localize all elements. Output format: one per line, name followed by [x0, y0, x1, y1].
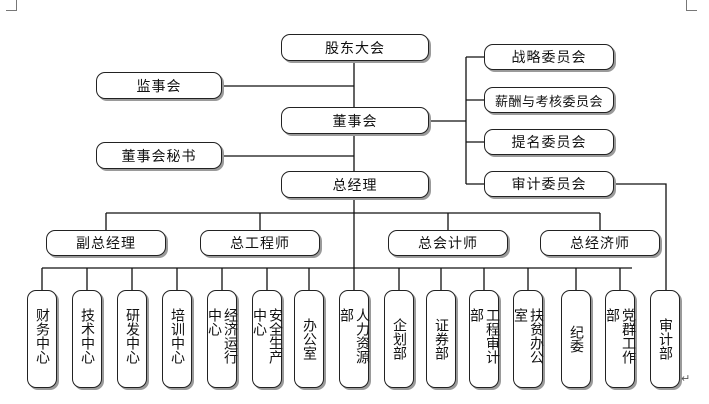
dept-label: 审计部 — [657, 318, 673, 360]
committee-compensation: 薪酬与考核委员会 — [484, 87, 614, 113]
shareholders-label: 股东大会 — [325, 40, 385, 57]
dept-label: 证券部 — [433, 318, 449, 360]
page-corner-mark — [6, 0, 17, 11]
dept-label: 培训中心 — [169, 308, 185, 364]
dept-human-resources: 人力资源部 — [338, 290, 370, 388]
general-manager-box: 总经理 — [281, 171, 429, 198]
board-secretary-label: 董事会秘书 — [121, 148, 197, 165]
dept-label: 企划部 — [391, 318, 407, 360]
committee-strategy: 战略委员会 — [484, 44, 614, 70]
dept-label: 安全生产中心 — [251, 308, 283, 364]
dept-rnd: 研发中心 — [117, 290, 147, 388]
committee-label: 提名委员会 — [511, 135, 587, 151]
executive-label: 总工程师 — [230, 236, 290, 252]
executive-label: 总会计师 — [418, 236, 478, 252]
board-secretary-box: 董事会秘书 — [96, 142, 222, 169]
audit-link-line — [614, 183, 667, 290]
shareholders-meeting-box: 股东大会 — [281, 34, 429, 61]
dept-securities: 证券部 — [426, 290, 456, 388]
board-label: 董事会 — [332, 113, 378, 130]
dept-label: 财务中心 — [34, 308, 50, 364]
executive-label: 总经济师 — [570, 236, 630, 252]
dept-finance: 财务中心 — [27, 290, 57, 388]
dept-label: 研发中心 — [124, 308, 140, 364]
dept-label: 人力资源部 — [338, 308, 370, 364]
committee-label: 审计委员会 — [511, 177, 587, 193]
dept-planning: 企划部 — [384, 290, 414, 388]
executive-deputy-gm: 副总经理 — [46, 230, 166, 256]
dept-label: 纪委 — [568, 325, 584, 353]
dept-audit: 审计部 — [650, 290, 680, 388]
dept-safety-production: 安全生产中心 — [251, 290, 283, 388]
executive-chief-economist: 总经济师 — [540, 230, 660, 256]
page-corner-mark — [686, 0, 697, 11]
executive-chief-engineer: 总工程师 — [200, 230, 320, 256]
committee-label: 战略委员会 — [511, 50, 587, 66]
board-box: 董事会 — [281, 107, 429, 134]
dept-economic-operation: 经济运行中心 — [206, 290, 238, 388]
dept-discipline: 纪委 — [561, 290, 591, 388]
paragraph-mark-icon: ↵ — [681, 372, 691, 385]
dept-label: 党群工作部 — [604, 308, 636, 364]
committee-label: 薪酬与考核委员会 — [494, 94, 603, 110]
dept-label: 扶贫办公室 — [512, 308, 544, 364]
general-manager-label: 总经理 — [332, 177, 378, 194]
dept-engineering-audit: 工程审计部 — [468, 290, 500, 388]
supervisors-box: 监事会 — [96, 72, 222, 99]
dept-label: 技术中心 — [79, 308, 95, 364]
dept-label: 办公室 — [301, 318, 317, 360]
dept-party-affairs: 党群工作部 — [604, 290, 636, 388]
dept-training: 培训中心 — [162, 290, 192, 388]
dept-technology: 技术中心 — [72, 290, 102, 388]
dept-label: 经济运行中心 — [206, 308, 238, 364]
supervisors-label: 监事会 — [136, 78, 182, 95]
executive-label: 副总经理 — [76, 236, 136, 252]
committee-audit: 审计委员会 — [484, 171, 614, 197]
executive-chief-accountant: 总会计师 — [388, 230, 508, 256]
dept-label: 工程审计部 — [468, 308, 500, 364]
dept-office: 办公室 — [294, 290, 324, 388]
dept-poverty-alleviation: 扶贫办公室 — [512, 290, 544, 388]
committee-nomination: 提名委员会 — [484, 129, 614, 155]
